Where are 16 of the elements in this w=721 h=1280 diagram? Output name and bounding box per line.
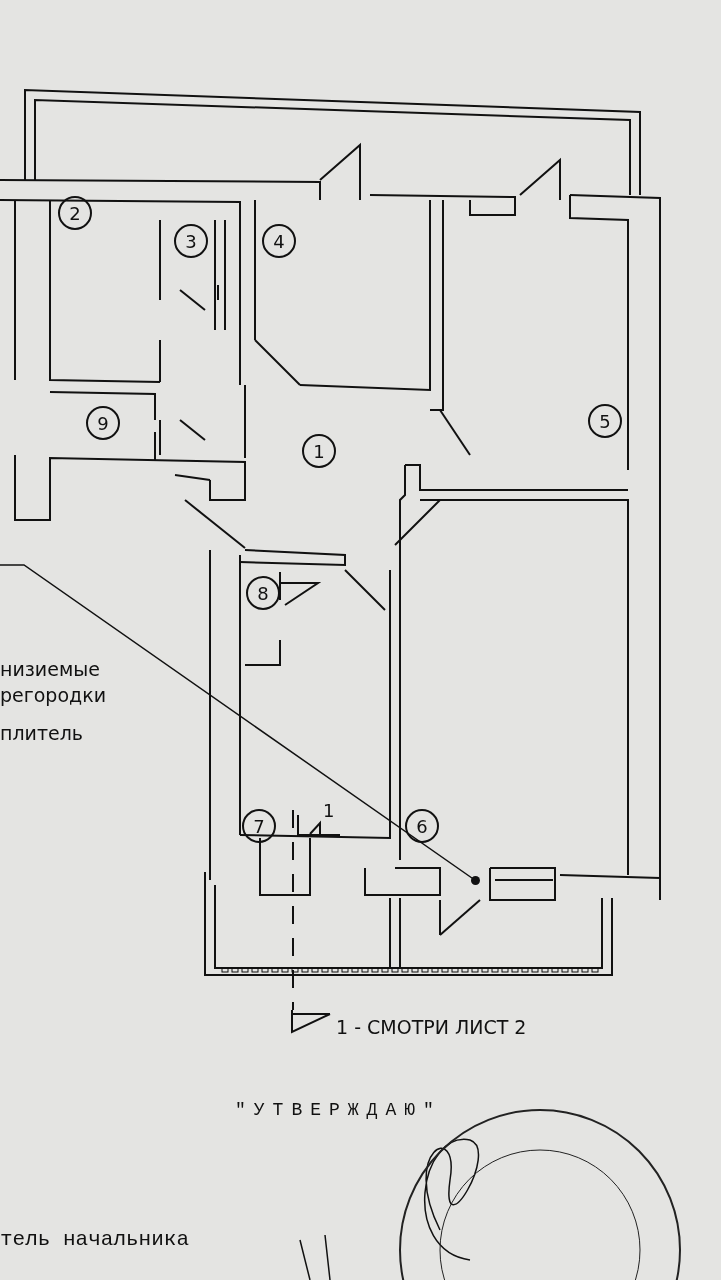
- room-number: 7: [242, 809, 276, 843]
- room-number: 6: [405, 809, 439, 843]
- insulation-note: плитель: [0, 722, 83, 744]
- partition-note: низиемые регородки: [0, 657, 107, 708]
- room-number: 1: [302, 434, 336, 468]
- room-number: 9: [86, 406, 120, 440]
- signatory-title: тель начальника: [0, 1228, 190, 1251]
- room-number: 5: [588, 404, 622, 438]
- room-number: 4: [262, 224, 296, 258]
- approval-heading: "УТВЕРЖДАЮ": [235, 1100, 442, 1120]
- room-number: 2: [58, 196, 92, 230]
- room-number: 8: [246, 576, 280, 610]
- section-reference: 1 - СМОТРИ ЛИСТ 2: [336, 1016, 527, 1038]
- room-number: 3: [174, 224, 208, 258]
- section-number: 1: [323, 800, 335, 821]
- leader-dot: [471, 876, 480, 885]
